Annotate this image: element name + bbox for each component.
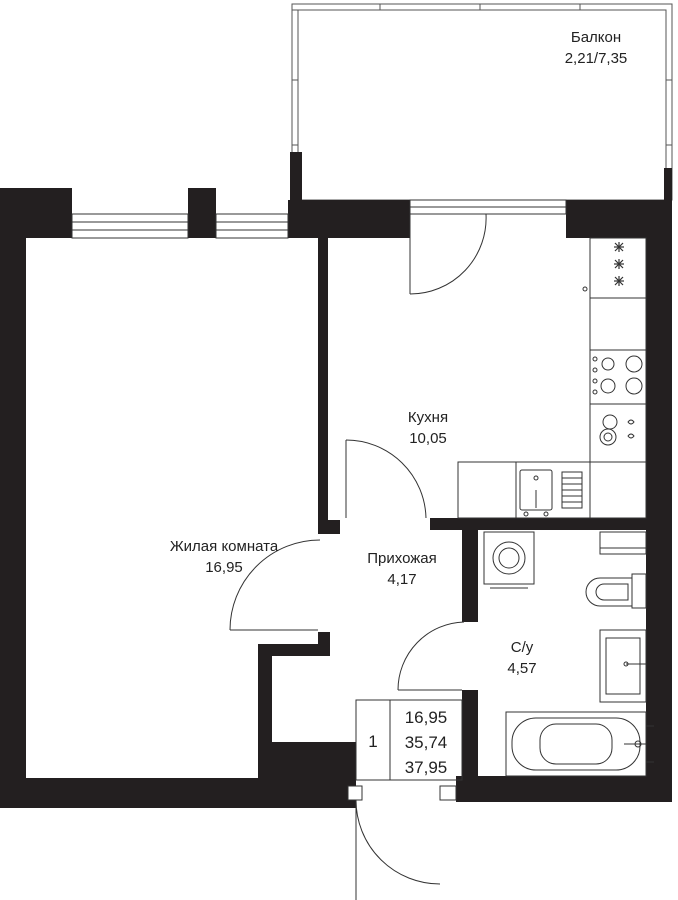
wall-bottom-right [456,776,672,802]
toilet-icon [585,573,647,609]
kitchen-sink-icon [519,469,583,517]
summary-box [355,699,463,781]
bathroom-area: 4,57 [507,660,536,677]
hallway-area: 4,17 [387,571,416,588]
room-labels: Балкон 2,21/7,35 Кухня 10,05 Жилая комна… [170,29,627,677]
window-right [215,213,289,239]
rooms-count: 1 [368,732,377,751]
wall-left [0,188,26,808]
total-area-with-balcony: 37,95 [405,758,448,777]
wall-top-mid [288,200,410,238]
summary-values: 1 16,95 35,74 37,95 [368,708,447,777]
kitchen-name: Кухня [408,409,448,426]
wall-kitchen-bath [430,518,646,530]
kitchen-fixtures [457,237,647,519]
vent-icon [614,242,624,286]
bathroom-name: С/у [511,639,534,656]
wall-bath-left [462,518,478,622]
wall-balcony-left [290,152,302,200]
living-room-name: Жилая комната [170,538,279,555]
washbasin-icon [599,629,647,703]
windows [71,199,567,239]
wall-bottom-left [0,778,356,808]
bathtub-icon [505,711,654,777]
doors [229,213,487,900]
dishwasher-icon [599,414,635,446]
washing-machine-icon [483,531,535,589]
total-area: 35,74 [405,733,448,752]
wall-right [646,200,672,800]
walls [0,152,672,808]
kitchen-area: 10,05 [409,430,447,447]
balcony-name: Балкон [571,29,621,46]
window-left [71,213,189,239]
door-bathroom [397,621,465,691]
balcony-area: 2,21/7,35 [565,50,628,67]
living-room-area: 16,95 [205,559,243,576]
stove-icon [592,355,643,395]
bathroom-fixtures [483,531,654,777]
door-entrance [355,799,441,885]
door-balcony [409,213,487,295]
door-living [229,539,321,631]
wall-kitchen-living [318,238,328,532]
door-kitchen [345,439,427,519]
wall-balcony-right [664,168,672,204]
living-area-total: 16,95 [405,708,448,727]
kitchen-counter-bottom [457,461,647,519]
hallway-name: Прихожая [367,550,437,567]
wall-top-pillar [188,188,216,238]
